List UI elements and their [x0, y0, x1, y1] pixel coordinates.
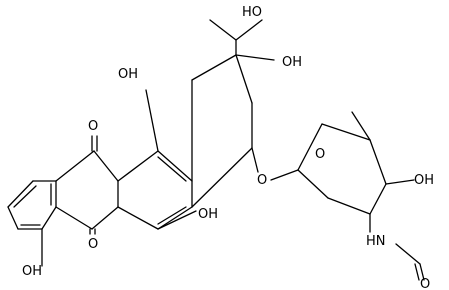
quinone-oxygen-bottom-label: O — [88, 237, 98, 252]
bond — [235, 54, 275, 61]
atom-labels: HO OH OH OH OH OH O O O O HN O — [22, 5, 434, 290]
amide-nh-label: HN — [366, 234, 386, 249]
bond — [209, 19, 237, 41]
bond — [157, 156, 187, 182]
bond — [270, 169, 299, 181]
glycosidic-oxygen-label: O — [257, 173, 267, 188]
formyl-oxygen-label: O — [420, 277, 430, 290]
bond — [41, 206, 57, 230]
bond — [7, 206, 19, 230]
bond — [414, 263, 420, 281]
quinone-oxygen-top-label: O — [88, 119, 98, 134]
bond — [13, 185, 37, 208]
bond — [235, 54, 253, 104]
c9-hydroxyl-label: OH — [282, 55, 302, 70]
side-chain-hydroxyl-label: HO — [242, 5, 262, 20]
c6-hydroxyl-label: OH — [118, 67, 138, 82]
c4-hydroxyl-label: OH — [22, 264, 42, 279]
bond — [117, 206, 159, 230]
bond — [117, 150, 159, 182]
bond — [321, 123, 371, 141]
bond — [157, 150, 193, 182]
bond — [7, 180, 34, 208]
bond — [91, 206, 119, 230]
bond — [351, 111, 371, 141]
bond — [55, 206, 93, 230]
sugar-ring-oxygen-label: O — [315, 147, 325, 162]
bond — [157, 206, 193, 230]
bond — [327, 197, 371, 215]
bonds — [7, 19, 425, 281]
bond — [235, 19, 263, 41]
bond — [157, 210, 197, 230]
bond — [55, 150, 95, 182]
bond — [145, 89, 159, 152]
bond — [369, 183, 387, 215]
bond — [191, 147, 253, 208]
bond — [297, 169, 329, 199]
bond — [191, 54, 237, 81]
bond — [385, 179, 415, 185]
bond — [93, 150, 119, 182]
bond — [251, 147, 259, 173]
bond — [419, 263, 425, 281]
c11-hydroxyl-label: OH — [198, 207, 218, 222]
bond — [157, 206, 187, 225]
sugar-hydroxyl-label: OH — [414, 173, 434, 188]
bond — [297, 123, 323, 171]
bond — [395, 243, 421, 265]
bond — [369, 139, 387, 185]
